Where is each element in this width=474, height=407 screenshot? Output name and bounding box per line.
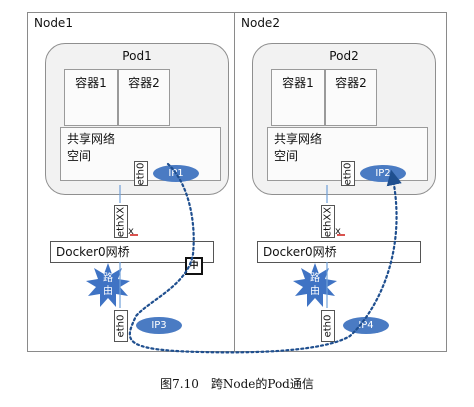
node2-docker0-bridge: Docker0网桥	[257, 241, 421, 263]
node2-host-ip-badge: IP4	[343, 317, 389, 334]
node1-veth: ethXX	[114, 205, 128, 238]
pod2-container-1: 容器1	[271, 69, 325, 126]
figure-caption: 图7.10 跨Node的Pod通信	[160, 377, 314, 391]
node2-veth-red-mark	[337, 234, 345, 236]
node2-router-burst-icon: 路由	[293, 263, 337, 307]
pod1-eth0: eth0	[134, 161, 148, 186]
pod1-netspace-line2: 空间	[67, 149, 92, 163]
pod2-ip-badge: IP2	[360, 165, 406, 182]
node1-host-ip-badge: IP3	[136, 317, 182, 334]
pod2: Pod2 容器1 容器2 共享网络 空间 eth0 IP2	[252, 43, 436, 195]
node2-title: Node2	[241, 16, 280, 30]
pod2-netspace-line1: 共享网络	[274, 132, 323, 146]
node1-box: Node1 Pod1 容器1 容器2 共享网络 空间 eth0 IP1 ethX…	[27, 12, 240, 352]
node2-host-eth0: eth0	[321, 310, 335, 342]
pod1-ip-badge: IP1	[153, 165, 199, 182]
node1-router-label: 路由	[103, 273, 113, 297]
pod1-container-2: 容器2	[118, 69, 170, 126]
pod2-netspace-line2: 空间	[274, 149, 299, 163]
node1-router-burst-icon: 路由	[86, 263, 130, 307]
pod2-title: Pod2	[329, 49, 359, 63]
node2-box: Node2 Pod2 容器1 容器2 共享网络 空间 eth0 IP2 ethX…	[234, 12, 447, 352]
node1-relay-box-icon: 中	[185, 257, 203, 275]
pod2-container-2: 容器2	[325, 69, 377, 126]
node1-veth-red-mark	[130, 234, 138, 236]
node2-veth: ethXX	[321, 205, 335, 238]
pod1-container-1: 容器1	[64, 69, 118, 126]
node2-router-label: 路由	[310, 273, 320, 297]
pod1: Pod1 容器1 容器2 共享网络 空间 eth0 IP1	[45, 43, 229, 195]
pod2-eth0: eth0	[341, 161, 355, 186]
node1-host-eth0: eth0	[114, 310, 128, 342]
pod1-netspace-line1: 共享网络	[67, 132, 116, 146]
pod1-title: Pod1	[122, 49, 152, 63]
node1-title: Node1	[34, 16, 73, 30]
